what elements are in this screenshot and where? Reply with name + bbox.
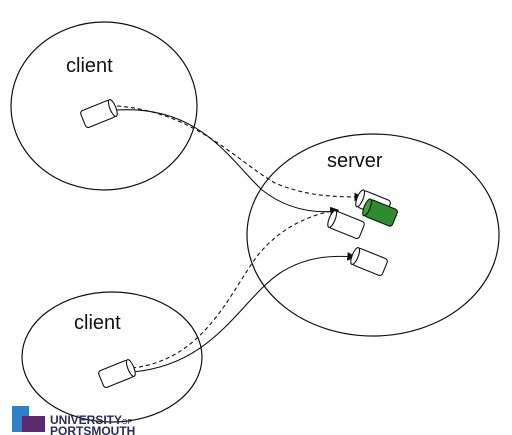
client-bottom-socket-icon	[98, 359, 136, 388]
logo-university-text: UNIVERSITY	[50, 413, 122, 427]
connection-line-top-dashed	[116, 105, 364, 202]
logo-mark-icon	[22, 416, 45, 432]
logo-of-text: OF	[122, 419, 132, 426]
connection-line-bottom-solid	[131, 252, 357, 373]
client-bottom-label: client	[74, 312, 121, 334]
server-active-socket-icon	[362, 198, 398, 227]
client-bottom-host	[21, 291, 203, 423]
server-connection-socket-bottom-icon	[350, 247, 388, 276]
server-connection-socket-top-icon	[327, 210, 365, 239]
connection-line-bottom-dashed	[131, 206, 340, 369]
server-host	[246, 133, 500, 337]
client-top-label: client	[66, 55, 113, 77]
connection-line-top-solid	[116, 109, 340, 217]
client-top-host	[10, 21, 198, 191]
university-logo: UNIVERSITY OF PORTSMOUTH	[12, 406, 135, 435]
server-label: server	[327, 150, 383, 172]
logo-portsmouth-text: PORTSMOUTH	[50, 424, 135, 435]
client-top-socket-icon	[80, 99, 118, 128]
